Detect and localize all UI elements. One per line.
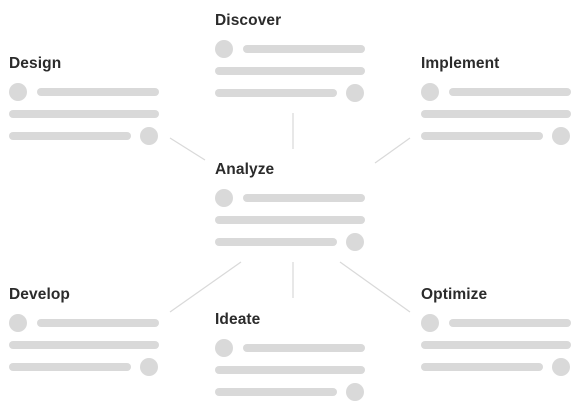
text-line-placeholder — [449, 88, 571, 96]
connector-analyze-optimize — [339, 261, 411, 313]
node-title-ideate: Ideate — [215, 311, 261, 328]
connector-analyze-develop — [169, 261, 242, 313]
avatar-placeholder-icon — [9, 314, 27, 332]
text-line-placeholder — [421, 363, 543, 371]
text-line-placeholder — [449, 319, 571, 327]
text-line-placeholder — [215, 216, 365, 224]
text-line-placeholder — [215, 238, 337, 246]
avatar-placeholder-icon — [215, 339, 233, 357]
connector-analyze-implement — [374, 137, 411, 164]
circle-placeholder-icon — [552, 358, 570, 376]
text-line-placeholder — [9, 363, 131, 371]
text-line-placeholder — [421, 341, 571, 349]
node-title-analyze: Analyze — [215, 161, 275, 178]
text-line-placeholder — [243, 344, 365, 352]
node-title-optimize: Optimize — [421, 286, 488, 303]
text-line-placeholder — [9, 341, 159, 349]
node-title-discover: Discover — [215, 12, 282, 29]
circle-placeholder-icon — [346, 383, 364, 401]
node-title-design: Design — [9, 55, 62, 72]
text-line-placeholder — [243, 194, 365, 202]
avatar-placeholder-icon — [215, 40, 233, 58]
text-line-placeholder — [215, 89, 337, 97]
circle-placeholder-icon — [346, 84, 364, 102]
text-line-placeholder — [421, 132, 543, 140]
node-title-implement: Implement — [421, 55, 500, 72]
text-line-placeholder — [9, 132, 131, 140]
text-line-placeholder — [243, 45, 365, 53]
text-line-placeholder — [215, 67, 365, 75]
avatar-placeholder-icon — [421, 314, 439, 332]
text-line-placeholder — [9, 110, 159, 118]
avatar-placeholder-icon — [9, 83, 27, 101]
text-line-placeholder — [37, 319, 159, 327]
text-line-placeholder — [215, 366, 365, 374]
circle-placeholder-icon — [552, 127, 570, 145]
text-line-placeholder — [215, 388, 337, 396]
circle-placeholder-icon — [346, 233, 364, 251]
node-title-develop: Develop — [9, 286, 70, 303]
connector-analyze-design — [169, 137, 206, 161]
circle-placeholder-icon — [140, 127, 158, 145]
avatar-placeholder-icon — [215, 189, 233, 207]
circle-placeholder-icon — [140, 358, 158, 376]
text-line-placeholder — [37, 88, 159, 96]
text-line-placeholder — [421, 110, 571, 118]
avatar-placeholder-icon — [421, 83, 439, 101]
